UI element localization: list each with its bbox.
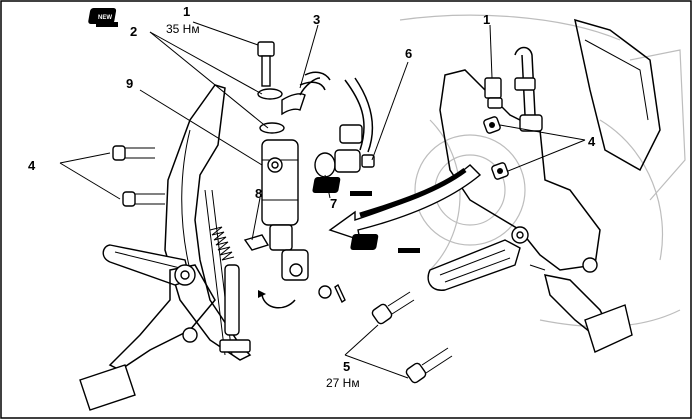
new-badge-top: NEW xyxy=(88,8,118,27)
callout-4-left: 4 xyxy=(28,158,36,173)
new-badge-middle: NEW xyxy=(312,177,372,196)
callout-8: 8 xyxy=(255,186,262,201)
torque-5: 27 Нм xyxy=(326,376,360,390)
left-gear-lever xyxy=(79,264,216,411)
callout-4-right: 4 xyxy=(588,134,596,149)
bottom-bolts xyxy=(371,291,453,384)
leader-lines xyxy=(59,21,586,379)
callout-3: 3 xyxy=(313,12,320,27)
banjo-bolt-assembly xyxy=(257,41,321,134)
torque-1: 35 Нм xyxy=(166,22,200,36)
new-badge-right-label: NEW xyxy=(400,241,414,247)
new-badge-middle-label: NEW xyxy=(352,184,366,190)
left-spring-rod xyxy=(204,189,251,356)
callout-5: 5 xyxy=(343,359,350,374)
callout-2: 2 xyxy=(130,24,137,39)
callout-1-left: 1 xyxy=(183,4,190,19)
master-cylinder xyxy=(261,139,309,281)
callout-1-right: 1 xyxy=(483,12,490,27)
callout-9: 9 xyxy=(126,76,133,91)
right-bolts xyxy=(483,116,509,180)
right-reservoir-hose xyxy=(484,46,543,132)
clip-and-pin xyxy=(243,234,346,309)
right-brake-lever xyxy=(529,264,633,353)
reservoir-fitting xyxy=(314,149,375,178)
new-badge-right: NEW xyxy=(350,234,420,253)
new-badge-top-label: NEW xyxy=(98,15,112,21)
callout-7: 7 xyxy=(330,196,337,211)
brake-hose xyxy=(299,71,374,153)
left-bolts xyxy=(112,145,165,207)
callout-6: 6 xyxy=(405,46,412,61)
right-footrest-bracket xyxy=(439,18,661,273)
removal-arrow xyxy=(328,164,482,242)
right-footpeg xyxy=(427,239,521,291)
